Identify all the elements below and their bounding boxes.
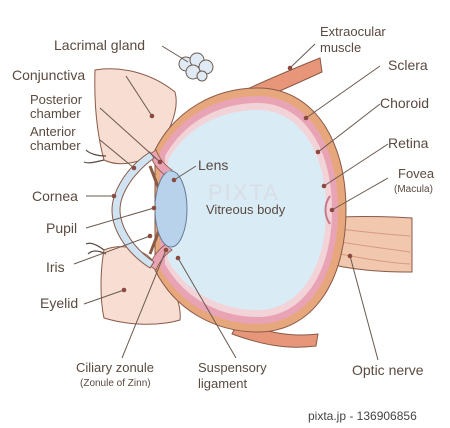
lower-eyelashes [85, 242, 107, 255]
leader-lines [73, 43, 389, 361]
label-extraocular-muscle-line1: Extraocular [320, 24, 386, 39]
label-anterior-chamber-line1: Anterior [30, 124, 76, 139]
label-optic-nerve: Optic nerve [352, 362, 424, 378]
label-zonule-of-zinn: (Zonule of Zinn) [80, 378, 151, 389]
label-extraocular-muscle-line2: muscle [320, 40, 361, 55]
lacrimal-gland [178, 52, 214, 82]
watermark: PIXTA [208, 180, 280, 205]
label-macula: (Macula) [394, 184, 433, 195]
label-lens: Lens [198, 157, 228, 173]
label-eyelid: Eyelid [40, 295, 78, 311]
label-vitreous-body: Vitreous body [206, 202, 286, 217]
label-posterior-chamber-line1: Posterior [30, 92, 83, 107]
label-anterior-chamber-line2: chamber [30, 138, 81, 153]
label-iris: Iris [46, 259, 65, 275]
label-fovea: Fovea [398, 166, 435, 181]
label-retina: Retina [388, 135, 429, 151]
lens [154, 170, 188, 248]
label-suspensory-ligament-line1: Suspensory [198, 360, 267, 375]
fovea-pit [324, 195, 331, 225]
label-cornea: Cornea [32, 188, 78, 204]
label-suspensory-ligament-line2: ligament [198, 376, 248, 391]
label-pupil: Pupil [46, 220, 77, 236]
upper-eyelashes [83, 149, 107, 164]
label-posterior-chamber-line2: chamber [30, 106, 81, 121]
label-ciliary-zonule: Ciliary zonule [76, 360, 154, 375]
label-lacrimal-gland: Lacrimal gland [54, 37, 145, 53]
leader-dots [111, 65, 353, 293]
stock-image-credit: pixta.jp - 136906856 [308, 409, 417, 423]
label-conjunctiva: Conjunctiva [12, 67, 85, 83]
vitreous-body [168, 110, 326, 310]
label-sclera: Sclera [388, 57, 428, 73]
label-choroid: Choroid [380, 95, 429, 111]
